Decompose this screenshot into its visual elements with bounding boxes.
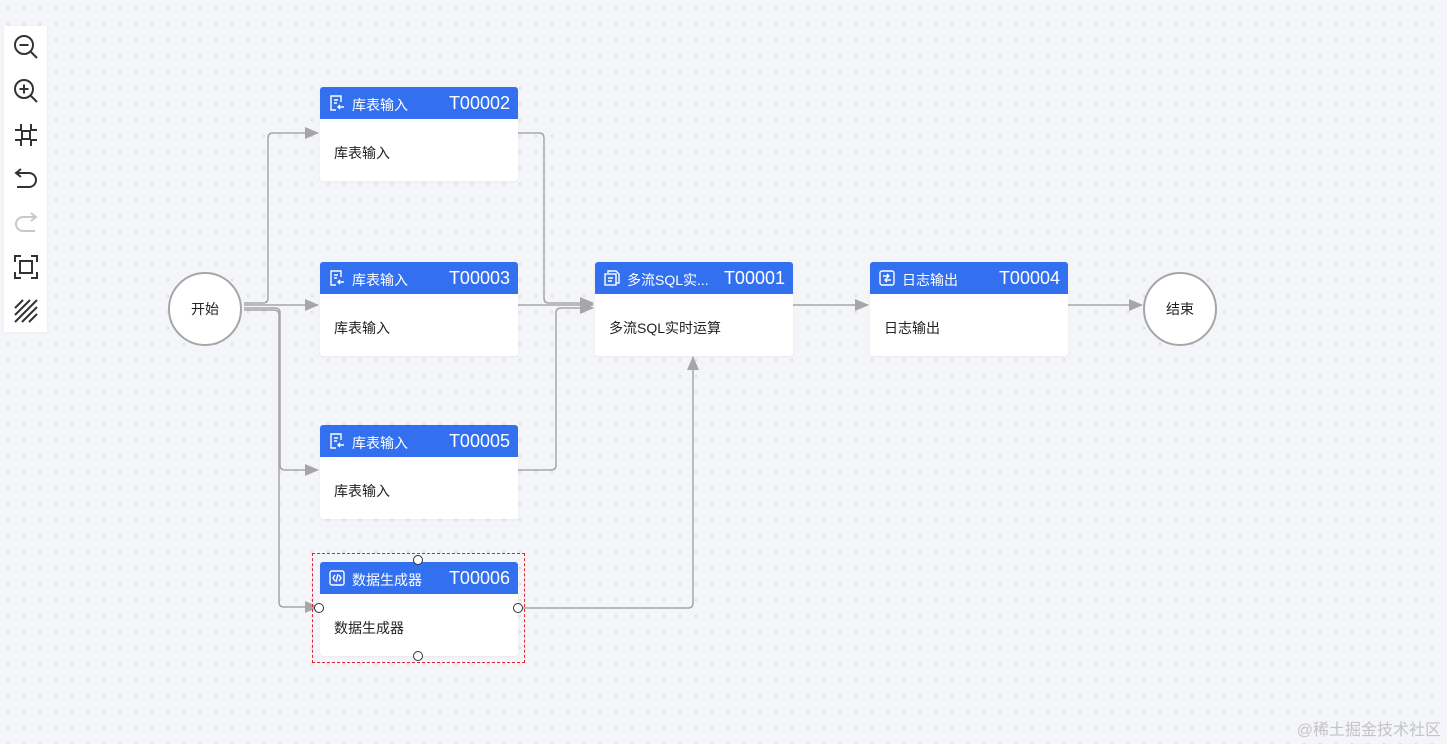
redo-icon[interactable] (11, 208, 41, 238)
end-node[interactable]: 结束 (1143, 272, 1217, 346)
sql-icon (604, 270, 620, 286)
task-node-t00004[interactable]: 日志输出 T00004 日志输出 (870, 262, 1068, 356)
task-id: T00001 (723, 268, 785, 288)
task-title: 数据生成器 (352, 572, 422, 588)
edge-t00005-t00001 (518, 302, 594, 471)
zoom-out-icon[interactable] (11, 32, 41, 62)
task-title: 库表输入 (352, 97, 408, 113)
task-body: 日志输出 (884, 320, 940, 336)
task-node-t00005[interactable]: 库表输入 T00005 库表输入 (320, 425, 518, 519)
task-id: T00002 (448, 93, 510, 113)
task-node-t00001[interactable]: 多流SQL实... T00001 多流SQL实时运算 (595, 262, 793, 356)
canvas-toolbar (4, 26, 47, 332)
task-id: T00004 (998, 268, 1060, 288)
task-id: T00003 (448, 268, 510, 288)
start-node-label: 开始 (191, 301, 219, 317)
task-title: 多流SQL实... (627, 272, 709, 288)
task-header: 数据生成器 T00006 (320, 562, 518, 594)
table-input-icon (330, 270, 344, 286)
fit-view-icon[interactable] (11, 120, 41, 150)
task-body: 库表输入 (334, 320, 390, 336)
actual-size-icon[interactable] (11, 252, 41, 282)
edge-start-t00002 (244, 127, 319, 304)
task-node-t00002[interactable]: 库表输入 T00002 库表输入 (320, 87, 518, 181)
start-node[interactable]: 开始 (168, 272, 242, 346)
task-body: 多流SQL实时运算 (609, 320, 722, 336)
edge-start-t00006 (244, 309, 319, 613)
task-node-t00003[interactable]: 库表输入 T00003 库表输入 (320, 262, 518, 356)
task-title: 库表输入 (352, 272, 408, 288)
task-id: T00006 (448, 568, 510, 588)
task-header: 日志输出 T00004 (870, 262, 1068, 294)
task-title: 日志输出 (902, 272, 958, 288)
connect-handle-top[interactable] (413, 555, 423, 565)
task-body: 库表输入 (334, 483, 390, 499)
task-title: 库表输入 (352, 435, 408, 451)
edge-t00002-t00001 (518, 132, 594, 309)
end-node-label: 结束 (1166, 301, 1194, 317)
task-header: 库表输入 T00002 (320, 87, 518, 119)
watermark: @稀土掘金技术社区 (1296, 722, 1441, 739)
data-generator-icon (329, 570, 345, 586)
task-header: 多流SQL实... T00001 (595, 262, 793, 294)
task-node-t00006[interactable]: 数据生成器 T00006 数据生成器 (320, 562, 518, 656)
task-header: 库表输入 T00003 (320, 262, 518, 294)
table-input-icon (330, 433, 344, 449)
zoom-in-icon[interactable] (11, 76, 41, 106)
log-output-icon (879, 270, 895, 286)
edge-start-t00005 (244, 307, 319, 476)
connect-handle-bottom[interactable] (413, 651, 423, 661)
task-body: 数据生成器 (334, 620, 404, 636)
undo-icon[interactable] (11, 164, 41, 194)
edge-t00006-t00001 (518, 356, 699, 609)
table-input-icon (330, 95, 344, 111)
connect-handle-right[interactable] (513, 603, 523, 613)
grid-toggle-icon[interactable] (11, 296, 41, 326)
connect-handle-left[interactable] (314, 603, 324, 613)
task-body: 库表输入 (334, 145, 390, 161)
task-header: 库表输入 T00005 (320, 425, 518, 457)
task-id: T00005 (448, 431, 510, 451)
